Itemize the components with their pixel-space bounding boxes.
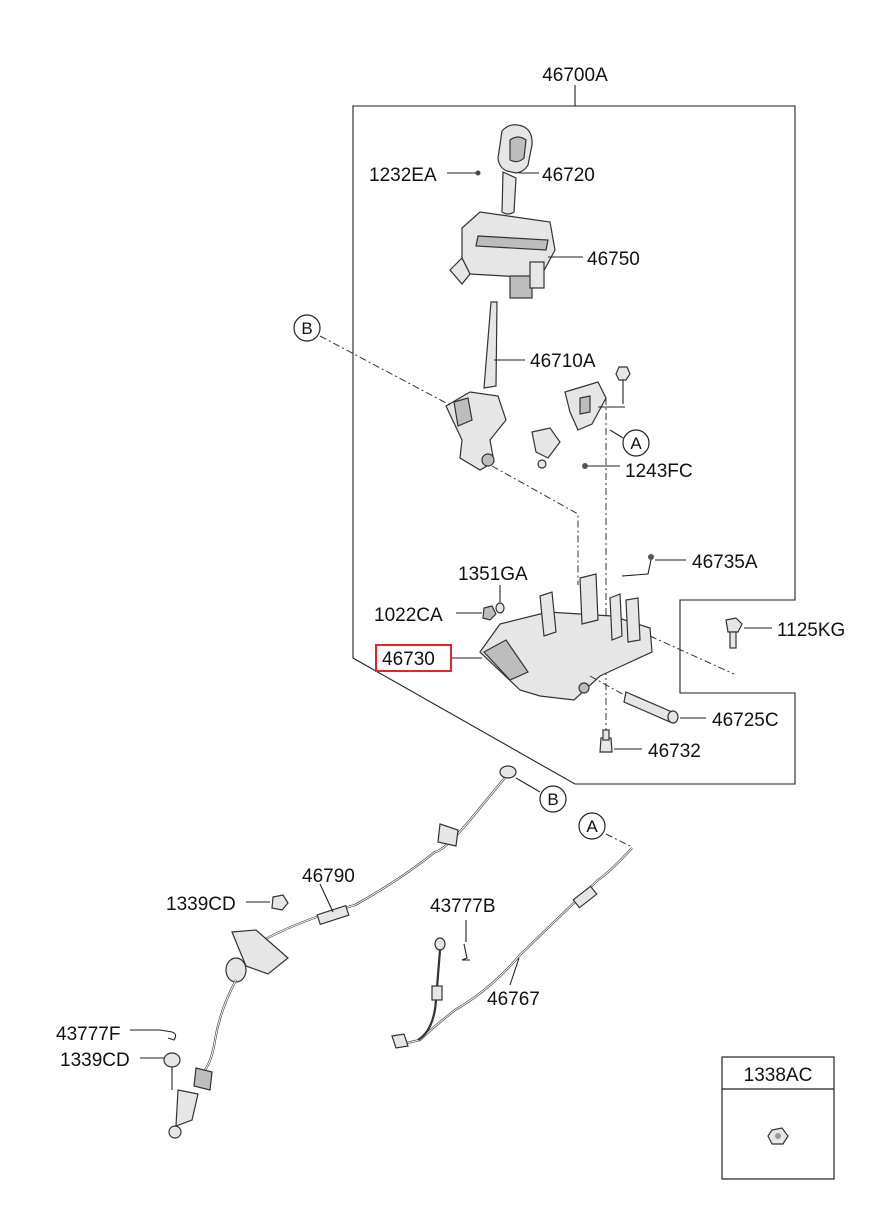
label-46732[interactable]: 46732 — [648, 741, 701, 762]
label-46735a[interactable]: 46735A — [692, 552, 758, 573]
base-bracket[interactable] — [479, 573, 653, 701]
label-43777b[interactable]: 43777B — [430, 896, 496, 917]
assembly-frame — [352, 85, 796, 785]
nut-icon — [615, 366, 631, 381]
label-1338ac[interactable]: 1338AC — [744, 1065, 813, 1086]
label-1125kg[interactable]: 1125KG — [777, 620, 845, 641]
label-1339cd-top[interactable]: 1339CD — [166, 894, 236, 915]
shift-cable[interactable] — [168, 765, 517, 1139]
label-46750[interactable]: 46750 — [587, 249, 640, 270]
svg-text:A: A — [586, 817, 598, 836]
shift-knob[interactable] — [497, 124, 533, 215]
pin-dash — [589, 675, 627, 697]
svg-text:B: B — [301, 319, 312, 338]
clip-43777f-icon — [159, 1029, 177, 1041]
leader-46790 — [319, 883, 334, 913]
ref-b-top[interactable]: B — [293, 314, 321, 342]
label-46790[interactable]: 46790 — [302, 866, 355, 887]
label-1339cd-bottom[interactable]: 1339CD — [60, 1050, 130, 1071]
part-box-1338ac[interactable] — [721, 1056, 835, 1180]
clip-1339cd-top-icon — [271, 894, 289, 911]
clip-43777b-icon — [461, 943, 470, 961]
svg-text:B: B — [547, 790, 558, 809]
nut-1351ga-icon — [495, 602, 505, 614]
interlock-cable[interactable] — [391, 847, 633, 1049]
detent-bracket[interactable] — [531, 381, 607, 469]
indicator-panel[interactable] — [449, 211, 556, 299]
pin-46725c[interactable] — [623, 691, 679, 724]
leader-a-mid — [609, 429, 624, 439]
shift-lever[interactable] — [445, 301, 507, 471]
label-1022ca[interactable]: 1022CA — [374, 605, 443, 626]
bolt-dash — [649, 635, 735, 675]
label-43777f[interactable]: 43777F — [56, 1024, 120, 1045]
bolt-1243fc-icon — [582, 463, 588, 469]
label-46710a[interactable]: 46710A — [530, 351, 596, 372]
label-1351ga[interactable]: 1351GA — [458, 564, 528, 585]
label-46767[interactable]: 46767 — [487, 989, 540, 1010]
ref-a-mid[interactable]: A — [622, 429, 650, 457]
clip-1339cd-bottom-icon — [163, 1052, 181, 1090]
leader-46767 — [509, 957, 520, 986]
ref-b-bottom[interactable]: B — [539, 785, 567, 813]
nut-1022ca-icon — [482, 605, 497, 621]
bolt-46732[interactable] — [599, 729, 613, 753]
highlight-46730 — [375, 644, 452, 672]
label-46720[interactable]: 46720 — [542, 165, 595, 186]
lever-dash — [491, 465, 579, 585]
ref-a-dash — [605, 833, 631, 847]
leader-b-bot — [515, 777, 541, 793]
ref-a-bottom[interactable]: A — [578, 812, 606, 840]
label-46730[interactable]: 46730 — [382, 649, 435, 670]
bolt-1125kg-icon — [725, 617, 743, 649]
svg-text:A: A — [630, 434, 642, 453]
knob-screw-icon — [475, 170, 481, 176]
label-1232ea[interactable]: 1232EA — [369, 165, 437, 186]
ref-b-line — [319, 335, 451, 406]
label-46700a[interactable]: 46700A — [542, 65, 608, 86]
label-46725c[interactable]: 46725C — [712, 710, 779, 731]
label-1243fc[interactable]: 1243FC — [625, 461, 693, 482]
spring-pin-icon — [621, 554, 654, 577]
